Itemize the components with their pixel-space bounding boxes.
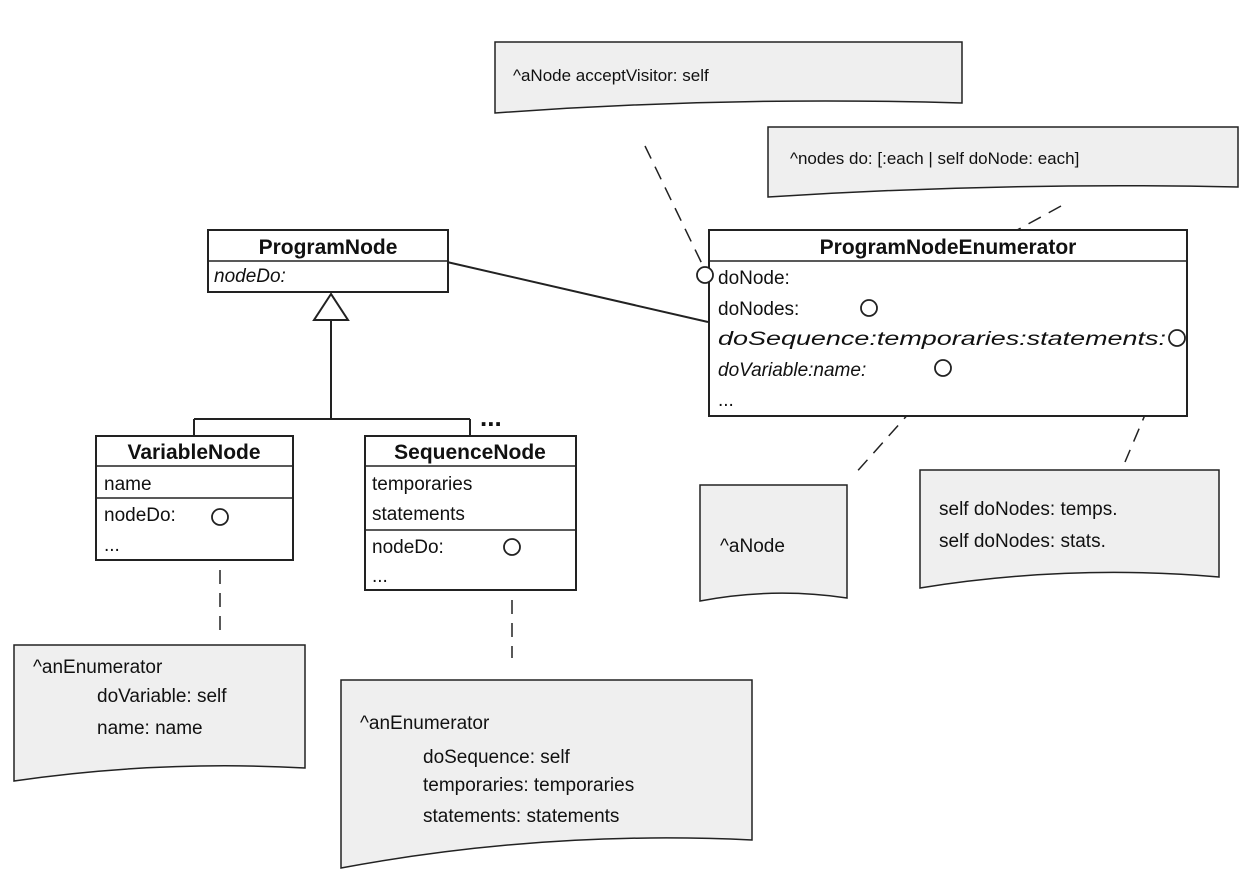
enumerator-method-do-variable: doVariable:name:	[718, 360, 866, 381]
note-nodes-do-text: ^nodes do: [:each | self doNode: each]	[790, 149, 1079, 168]
note-sequence-line-4: statements: statements	[423, 806, 619, 827]
program-node-title: ProgramNode	[259, 236, 398, 259]
note-variable-line-1: ^anEnumerator	[33, 657, 163, 678]
more-subclasses-ellipsis: ...	[480, 402, 502, 432]
variable-nodedo-note-anchor-icon	[211, 508, 229, 526]
note-sequence-line-3: temporaries: temporaries	[423, 775, 634, 796]
note-variable-line-3: name: name	[97, 718, 203, 739]
sequence-nodedo-note-anchor-icon	[503, 538, 521, 556]
class-sequence-node: SequenceNode temporaries statements node…	[364, 435, 577, 591]
sequence-node-method: nodeDo:	[372, 537, 444, 558]
note-sequence: ^anEnumerator doSequence: self temporari…	[340, 679, 753, 869]
connector-nodes-do	[872, 205, 1062, 310]
note-sequence-line-1: ^anEnumerator	[360, 713, 490, 734]
note-do-nodes: self doNodes: temps. self doNodes: stats…	[919, 469, 1220, 589]
enumerator-method-do-nodes: doNodes:	[718, 299, 799, 320]
inheritance-arrow-icon	[312, 292, 350, 321]
enumerator-method-do-sequence: doSequence:temporaries:statements:	[718, 329, 1166, 350]
do-sequence-note-anchor-icon	[1168, 329, 1186, 347]
note-do-nodes-line-1: self doNodes: temps.	[939, 499, 1117, 520]
do-variable-note-anchor-icon	[934, 359, 952, 377]
variable-node-more: ...	[104, 535, 120, 556]
connector-accept-visitor	[644, 145, 705, 269]
do-nodes-note-anchor-icon	[860, 299, 878, 317]
variable-node-title: VariableNode	[127, 441, 260, 464]
sequence-node-attribute-2: statements	[372, 504, 465, 525]
variable-node-method: nodeDo:	[104, 505, 176, 526]
note-accept-visitor-text: ^aNode acceptVisitor: self	[513, 66, 709, 85]
class-variable-node: VariableNode name nodeDo: ...	[95, 435, 294, 561]
program-node-method: nodeDo:	[214, 266, 286, 287]
sequence-node-more: ...	[372, 566, 388, 587]
sequence-node-title: SequenceNode	[394, 441, 546, 464]
note-variable: ^anEnumerator doVariable: self name: nam…	[13, 644, 306, 782]
note-do-nodes-line-2: self doNodes: stats.	[939, 531, 1106, 552]
generalization	[193, 292, 471, 436]
note-sequence-line-2: doSequence: self	[423, 747, 571, 768]
note-variable-line-2: doVariable: self	[97, 686, 227, 707]
do-node-note-anchor-icon	[696, 266, 714, 284]
enumerator-method-more: ...	[718, 390, 734, 411]
note-nodes-do: ^nodes do: [:each | self doNode: each]	[767, 126, 1239, 198]
association-line	[446, 261, 709, 323]
enumerator-method-do-node: doNode:	[718, 268, 790, 289]
sequence-node-attribute-1: temporaries	[372, 474, 472, 495]
note-a-node-text: ^aNode	[720, 536, 785, 557]
note-accept-visitor: ^aNode acceptVisitor: self	[494, 41, 963, 114]
class-program-node: ProgramNode nodeDo:	[207, 229, 449, 293]
enumerator-title: ProgramNodeEnumerator	[820, 236, 1077, 259]
class-program-node-enumerator: ProgramNodeEnumerator doNode: doNodes: d…	[696, 229, 1188, 417]
variable-node-attribute: name	[104, 474, 152, 495]
note-a-node: ^aNode	[699, 484, 848, 602]
